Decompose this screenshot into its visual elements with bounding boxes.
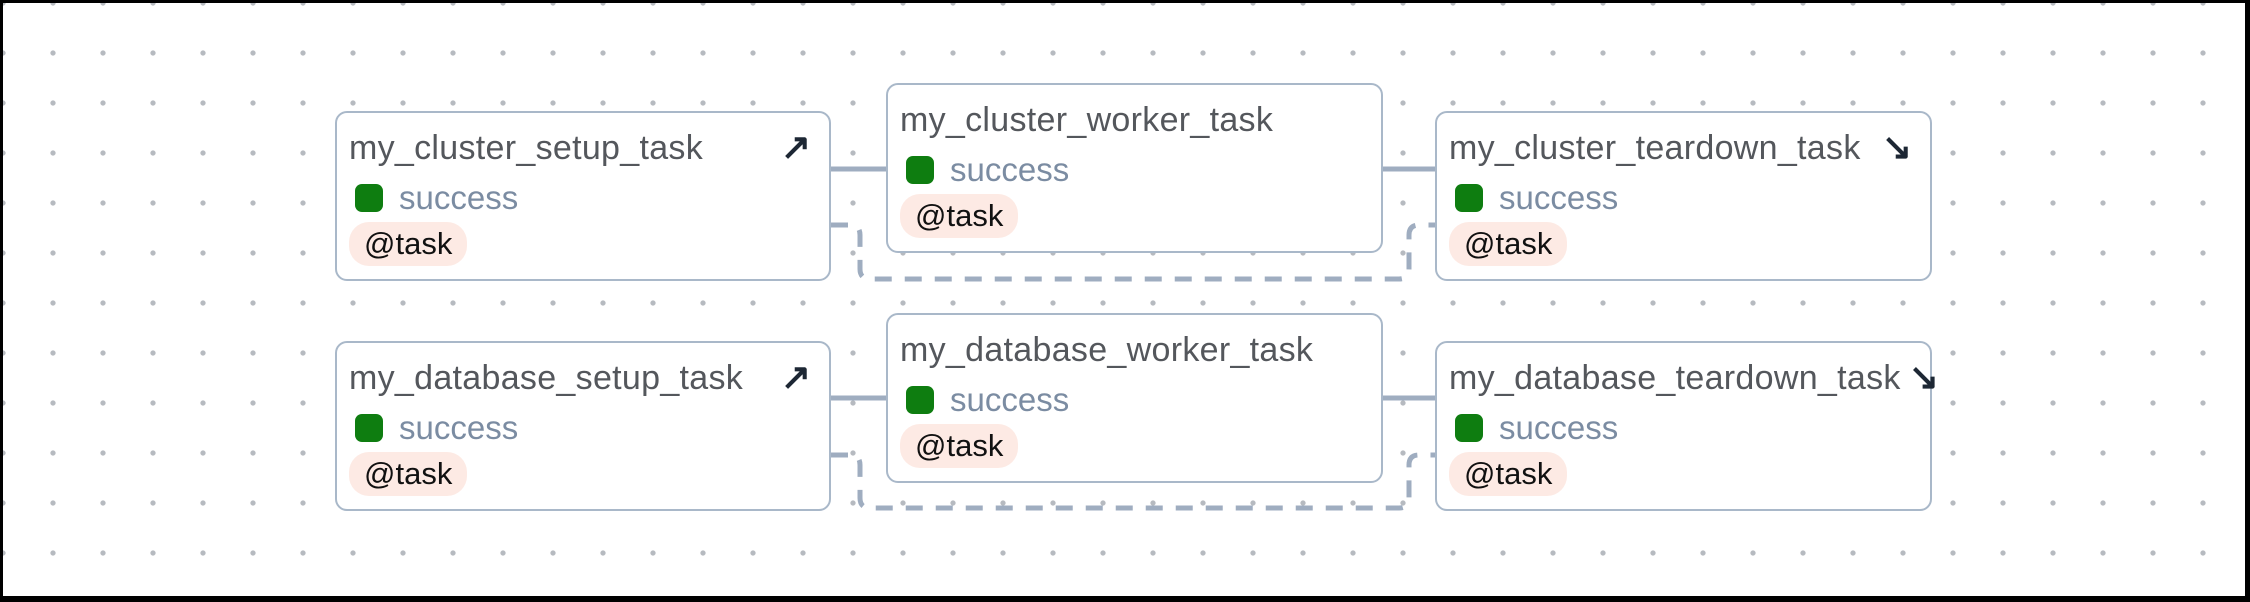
task-node-my-cluster-teardown-task[interactable]: my_cluster_teardown_task ↘ success @task (1435, 111, 1932, 281)
task-decorator-badge: @task (1449, 222, 1568, 266)
arrow-down-right-icon: ↘ (1908, 356, 1939, 397)
task-decorator-badge: @task (349, 222, 468, 266)
task-node-my-database-worker-task[interactable]: my_database_worker_task success @task (886, 313, 1383, 483)
task-status-row: success (355, 411, 811, 444)
task-title: my_cluster_teardown_task (1449, 129, 1861, 167)
task-title-row: my_cluster_teardown_task ↘ (1449, 127, 1912, 169)
status-label: success (399, 409, 519, 446)
edge-layer (831, 166, 1435, 511)
edge-cluster-setup-to-teardown (831, 222, 1435, 282)
task-status-row: success (1455, 181, 1912, 214)
task-title: my_database_teardown_task (1449, 359, 1901, 397)
edge-database-setup-to-teardown (831, 452, 1435, 511)
task-decorator-badge: @task (1449, 452, 1568, 496)
task-decorator-badge: @task (900, 424, 1019, 468)
task-title: my_cluster_setup_task (349, 129, 704, 167)
arrow-up-right-icon: ↗ (780, 126, 811, 167)
status-label: success (950, 381, 1070, 418)
status-square-success (1455, 413, 1483, 442)
task-status-row: success (1455, 411, 1912, 444)
status-square-success (355, 413, 383, 442)
task-decorator-badge: @task (349, 452, 468, 496)
status-square-success (355, 183, 383, 212)
task-title-row: my_database_worker_task (900, 329, 1363, 371)
status-label: success (1499, 179, 1619, 216)
status-square-success (906, 155, 934, 184)
task-decorator-badge: @task (900, 194, 1019, 238)
status-label: success (950, 151, 1070, 188)
status-label: success (1499, 409, 1619, 446)
task-title-row: my_cluster_worker_task (900, 99, 1363, 141)
task-node-my-database-teardown-task[interactable]: my_database_teardown_task ↘ success @tas… (1435, 341, 1939, 511)
task-title: my_database_setup_task (349, 359, 744, 397)
task-status-row: success (355, 181, 811, 214)
status-label: success (399, 179, 519, 216)
task-title-row: my_database_setup_task ↗ (349, 357, 811, 399)
status-square-success (1455, 183, 1483, 212)
task-title: my_database_worker_task (900, 331, 1314, 369)
task-title-row: my_database_teardown_task ↘ (1449, 357, 1939, 399)
arrow-down-right-icon: ↘ (1881, 126, 1912, 167)
task-node-my-database-setup-task[interactable]: my_database_setup_task ↗ success @task (335, 341, 831, 511)
task-title: my_cluster_worker_task (900, 101, 1274, 139)
task-status-row: success (906, 153, 1363, 186)
task-node-my-cluster-setup-task[interactable]: my_cluster_setup_task ↗ success @task (335, 111, 831, 281)
arrow-up-right-icon: ↗ (780, 356, 811, 397)
status-square-success (906, 385, 934, 414)
task-status-row: success (906, 383, 1363, 416)
task-node-my-cluster-worker-task[interactable]: my_cluster_worker_task success @task (886, 83, 1383, 253)
task-title-row: my_cluster_setup_task ↗ (349, 127, 811, 169)
